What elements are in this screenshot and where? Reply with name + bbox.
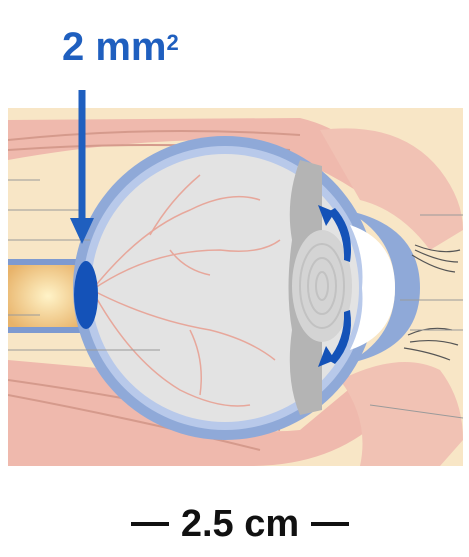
anatomy-panel: [8, 108, 463, 466]
scale-dash-right: [311, 522, 349, 526]
optic-disc: [74, 261, 98, 329]
scale-dash-left: [131, 522, 169, 526]
optic-disc-area-value: 2 mm: [62, 25, 167, 69]
optic-disc-area-superscript: 2: [167, 30, 179, 55]
optic-disc-area-label: 2 mm2: [62, 22, 212, 72]
eye-diameter-scale: 2.5 cm: [80, 500, 400, 548]
eye-diameter-label: 2.5 cm: [181, 500, 299, 548]
